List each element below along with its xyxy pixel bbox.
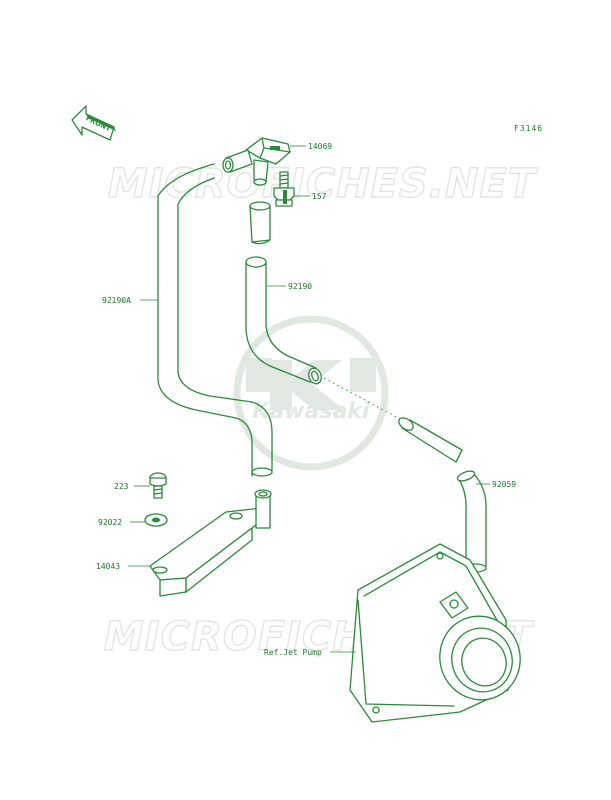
label-92059: 92059 <box>492 480 516 489</box>
hose-92190 <box>245 256 322 385</box>
screw-223 <box>149 472 167 499</box>
washer-92022 <box>144 513 168 527</box>
watermark-site-top: MICROFICHES.NET <box>108 161 538 207</box>
hose-segment <box>249 201 271 245</box>
watermark-logo-text: Kawasaki <box>252 399 370 424</box>
label-223: 223 <box>114 482 129 491</box>
bracket-14043 <box>149 489 272 597</box>
front-arrow-icon: FRONT <box>71 105 116 141</box>
label-14069: 14069 <box>308 142 332 151</box>
bolt-157 <box>273 171 295 207</box>
jet-pump <box>349 543 521 723</box>
label-ref-jet-pump: Ref.Jet Pump <box>264 648 322 657</box>
fitting-14069 <box>222 137 291 186</box>
label-14043: 14043 <box>96 562 120 571</box>
label-92190a: 92190A <box>102 296 131 305</box>
label-92022: 92022 <box>98 518 122 527</box>
figure-code: F3146 <box>514 124 543 133</box>
kawasaki-logo: Kawasaki <box>233 315 389 471</box>
label-157: 157 <box>312 192 327 201</box>
hose-92190a <box>157 163 273 477</box>
label-92190: 92190 <box>288 282 312 291</box>
